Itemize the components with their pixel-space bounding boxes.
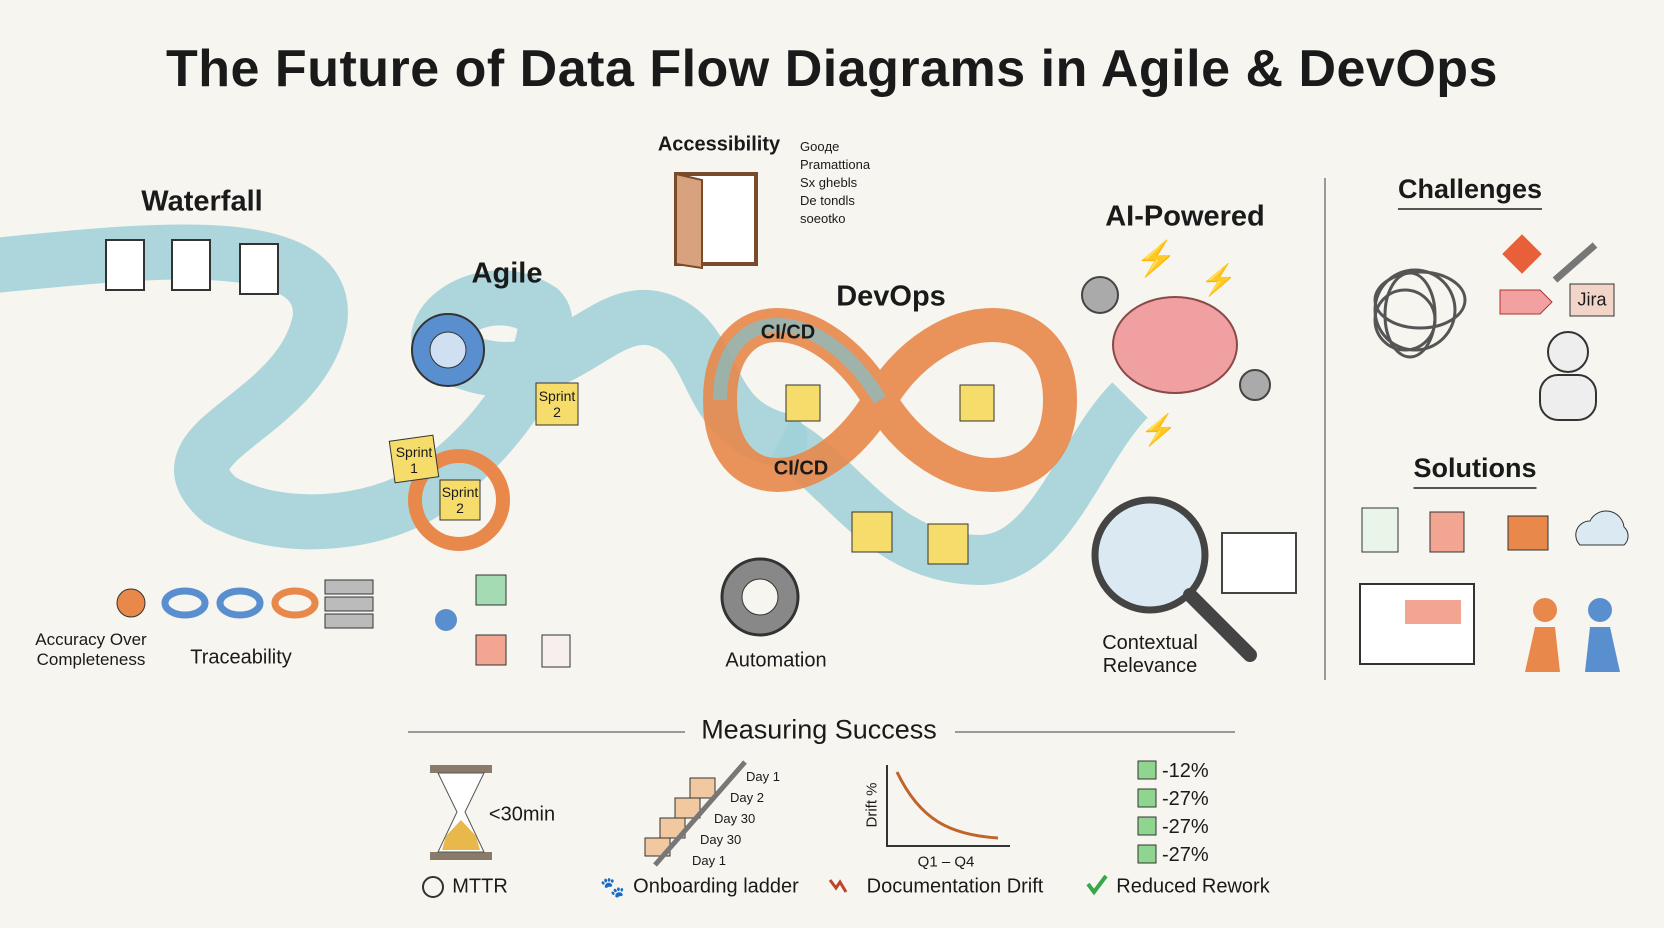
code-note [851,511,893,553]
stage-ai-powered: AI-Powered [1105,200,1265,233]
note-item: Gooдe [800,139,840,154]
confused-person-icon [1547,331,1589,373]
sprint-cycle-icon [408,449,510,551]
paw-icon: 🐾 [600,877,625,899]
svg-text:⚡: ⚡ [1140,412,1177,448]
package-icon [1507,515,1549,551]
checkbox-icons [1137,760,1157,864]
document-icon [1361,507,1399,553]
page-title: The Future of Data Flow Diagrams in Agil… [166,40,1498,98]
rework-label: Reduced Rework [1116,875,1270,898]
mttr-value: <30min [488,803,556,826]
rework-value: -27% [1162,844,1209,866]
cicd-label: CI/CD [760,321,816,344]
cicd-label: CI/CD [773,457,829,480]
ladder-day: Day 1 [746,769,780,784]
ladder-day: Day 30 [714,811,756,826]
note-item: Pramattiona [800,157,871,172]
doc-note [927,523,969,565]
code-file-icon [475,634,507,666]
automation-label: Automation [725,649,827,672]
tangled-cables-icon [1373,268,1467,359]
measuring-success-heading: Measuring Success [701,714,937,745]
gear-icon [1081,276,1119,314]
drift-label: Documentation Drift [866,875,1044,898]
accuracy-label: Accuracy Over Completeness [35,630,147,669]
rework-value: -27% [1162,788,1209,810]
drift-chart [886,765,1010,847]
stairs-icon [644,777,716,857]
rework-values: -12% -27% -27% -27% [1162,757,1209,869]
sprint-2-label: Sprint 2 [441,484,479,516]
solutions-heading: Solutions [1413,453,1537,489]
brain-icon [1112,296,1238,394]
rework-value: -12% [1162,760,1209,782]
hourglass-icon [430,765,492,860]
ladder-day: Day 1 [692,853,726,868]
sprint-note [388,434,440,484]
note-item: De tondls [800,193,855,208]
document-icons [105,239,279,295]
magnifier-icon [1091,496,1209,614]
data-river-2 [767,382,1149,586]
mttr-label: MTTR [452,875,508,898]
stage-devops: DevOps [836,280,946,313]
chain-icon [161,587,319,619]
svg-text:⚡: ⚡ [1135,239,1177,279]
challenges-heading: Challenges [1397,174,1543,210]
jira-badge [1569,283,1615,317]
svg-text:⚡: ⚡ [1200,262,1237,298]
data-river [0,224,808,550]
sprint-note [535,382,579,426]
code-file-icon [475,574,507,606]
drift-zigzag-icon [828,879,848,893]
drift-axis-label: Drift % [863,782,881,828]
ladder-day: Day 2 [730,790,764,805]
stage-waterfall: Waterfall [141,185,263,218]
onboarding-days: Day 1 Day 2 Day 30 Day 30 Day 1 [692,766,780,871]
cloud-icon [1575,510,1629,546]
tag-icon [1499,289,1553,315]
traceability-label: Traceability [190,646,292,669]
gear-icon [1239,369,1271,401]
sprint-2-label: Sprint 2 [538,388,576,420]
sprint-note [439,479,481,521]
stage-accessibility: Accessibility [657,133,781,156]
server-icon [324,579,374,629]
ladder-day: Day 30 [700,832,742,847]
check-icon [1086,874,1108,896]
note-item: Sx ghebls [800,175,858,190]
document-icon [1429,511,1465,553]
onboarding-label: Onboarding ladder [633,875,799,898]
sprint-1-label: Sprint 1 [395,444,433,476]
user-icon [435,609,457,631]
file-icon [541,634,571,668]
contextual-relevance-label: Contextual Relevance [1102,632,1198,677]
stage-agile: Agile [471,257,543,290]
git-icon [1502,234,1542,274]
note-item: soeotko [800,211,846,226]
target-icon [116,588,146,618]
drift-x-label: Q1 – Q4 [917,853,975,871]
high-five-icon [1533,598,1557,622]
doc-note [785,384,821,422]
accessibility-notes: Gooдe Pramattiona Sx ghebls De tondls so… [800,138,870,228]
browser-window-icon [1221,532,1297,594]
wrench-icon [1552,242,1598,283]
doc-note [959,384,995,422]
stopwatch-icon [422,876,444,898]
rework-value: -27% [1162,816,1209,838]
jira-label: Jira [1577,289,1607,310]
